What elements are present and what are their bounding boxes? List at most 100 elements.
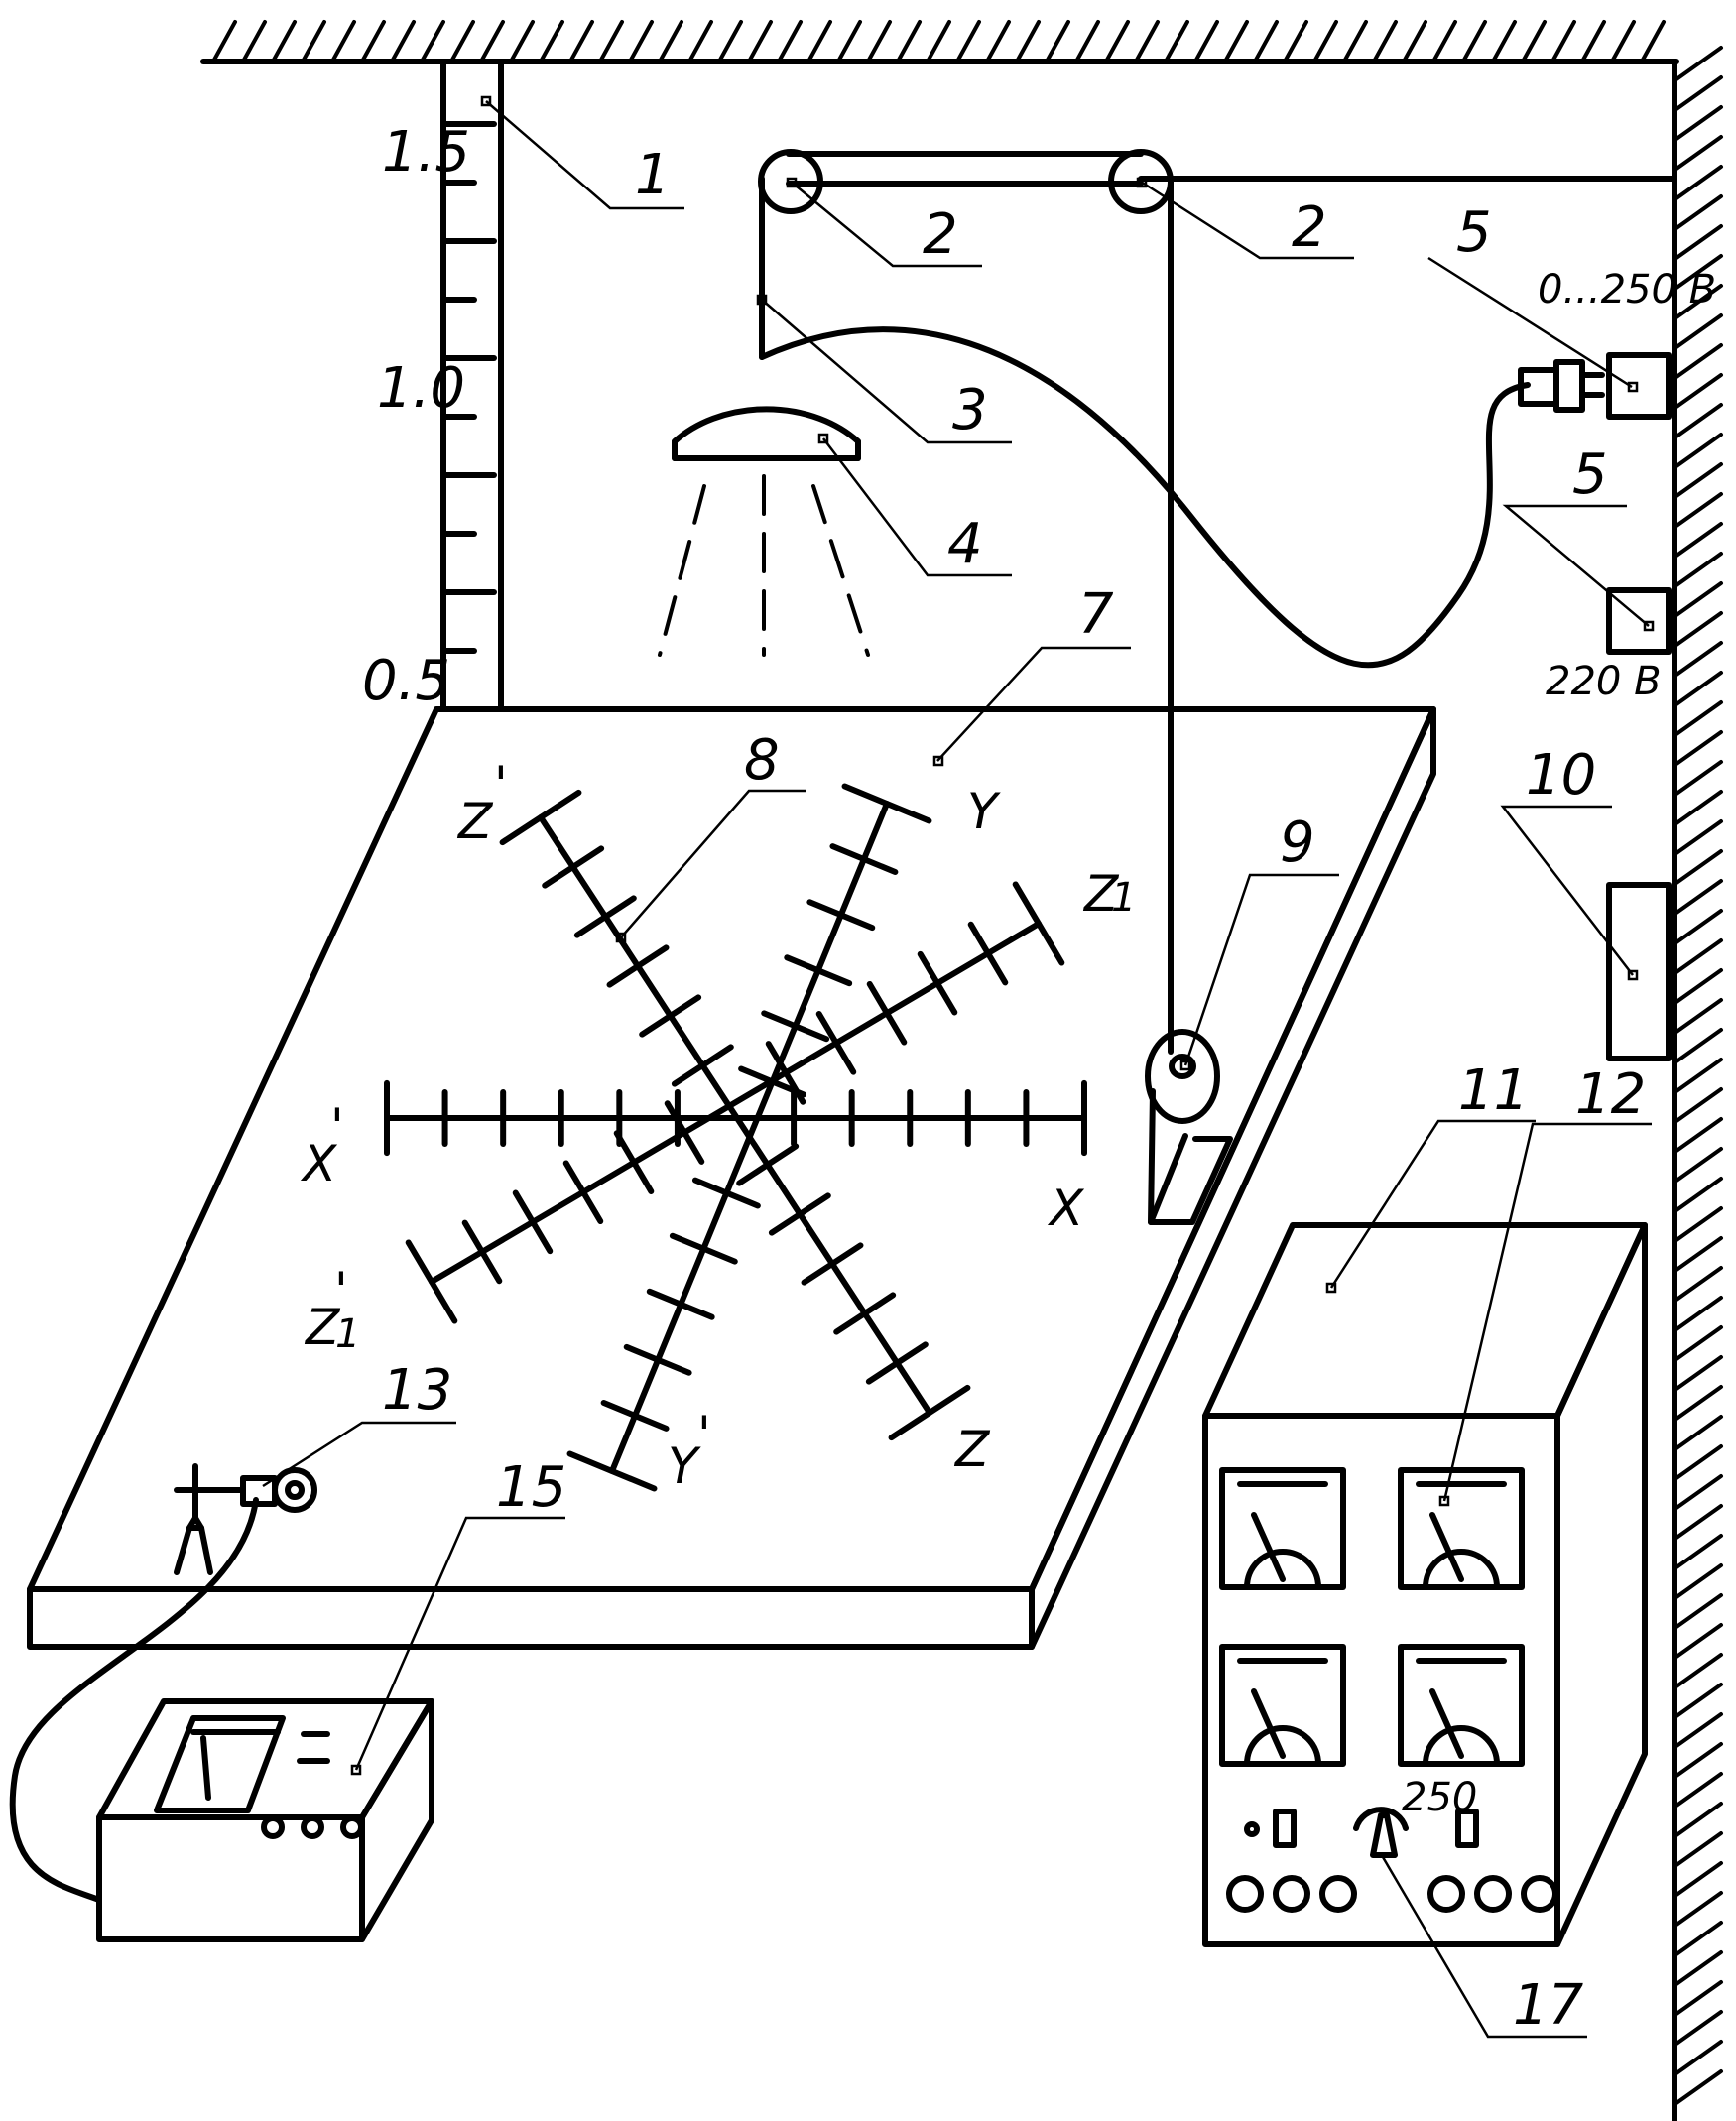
winch	[1145, 1029, 1233, 1225]
meter-dial	[1244, 1549, 1321, 1590]
callout-5a: 5	[1456, 200, 1492, 265]
ceiling-hatch-line	[687, 20, 713, 63]
wall-hatch-line	[1674, 1087, 1723, 1123]
axis-y-tick	[841, 783, 932, 824]
axis-z	[499, 789, 971, 1441]
wall-hatch-line	[1674, 611, 1723, 647]
ceiling-hatch-line	[1193, 20, 1219, 63]
axis-y-tick	[761, 1010, 830, 1043]
axis-label-z1-sub: 1	[1111, 875, 1136, 921]
wall-hatch-line	[1674, 1683, 1723, 1718]
wall-hatch-line	[1674, 581, 1723, 617]
axis-z1-tick	[512, 1189, 554, 1255]
ceiling-hatch-line	[211, 20, 237, 63]
control-panel-controls: 250	[1226, 1775, 1558, 1913]
ceiling-hatch-line	[1640, 20, 1666, 63]
meter-3	[1219, 1644, 1346, 1767]
callout-11: 11	[1458, 1059, 1529, 1123]
socket-mains	[1606, 587, 1672, 655]
meter-dial	[1423, 1549, 1500, 1590]
wall-hatch-line	[1674, 1236, 1723, 1272]
ceiling-hatch-line	[330, 20, 356, 63]
panel-button-5	[1474, 1875, 1512, 1913]
wall-hatch-line	[1674, 462, 1723, 498]
axis-label-z1-neg: Z	[304, 1299, 341, 1356]
ceiling-hatch-line	[1283, 20, 1308, 63]
voltage-knob	[1353, 1807, 1409, 1831]
ceiling-hatch-line	[539, 20, 564, 63]
wall-hatch-line	[1674, 879, 1723, 915]
ceiling-hatch-line	[1045, 20, 1070, 63]
wall-hatch-line	[1674, 1831, 1723, 1867]
wall-hatch-line	[1674, 968, 1723, 1004]
callout-3: 3	[952, 378, 988, 442]
axis-label-z: Z	[953, 1421, 991, 1478]
wall-hatch-line	[1674, 75, 1723, 111]
wall-hatch-line	[1674, 1593, 1723, 1629]
wall-hatch-line	[1674, 1980, 1723, 2016]
lamp-power-cable	[759, 326, 1531, 669]
wall-hatch-line	[1674, 224, 1723, 260]
axis-label-z1: Z	[1082, 865, 1120, 923]
wall-device	[1606, 882, 1672, 1061]
axis-z-tick	[736, 1143, 800, 1186]
axis-z1-tick	[405, 1239, 458, 1324]
switch-left	[1273, 1809, 1297, 1848]
socket-variable	[1606, 352, 1672, 420]
ceiling-hatch-line	[658, 20, 683, 63]
scale-label-1-5: 1.5	[382, 120, 470, 185]
ceiling-hatch-line	[1550, 20, 1576, 63]
ceiling-hatch-line	[1253, 20, 1279, 63]
wall-hatch-line	[1674, 819, 1723, 855]
ceiling-hatch-line	[360, 20, 386, 63]
meter-frame	[1219, 1467, 1346, 1590]
ceiling-hatch-line	[509, 20, 535, 63]
wall-hatch-line	[1674, 105, 1723, 141]
axis-z1-tick	[917, 950, 958, 1016]
axis-z1-tick	[562, 1160, 604, 1225]
axis-label-x: X	[1047, 1180, 1085, 1237]
ceiling-hatch-line	[1312, 20, 1338, 63]
ceiling-hatch-line	[1402, 20, 1427, 63]
wall-hatch-line	[1674, 1653, 1723, 1688]
callout-4: 4	[947, 512, 983, 576]
axis-y-tick	[600, 1399, 670, 1432]
wall-hatch-line	[1674, 522, 1723, 558]
axis-z1-tick	[1012, 881, 1065, 966]
wall-hatch-line	[1674, 403, 1723, 438]
wall-hatch-line	[1674, 552, 1723, 587]
wall-hatch-line	[1674, 1325, 1723, 1361]
lamp	[658, 406, 870, 657]
wall-hatch-line	[1674, 433, 1723, 468]
wall-hatch-line	[1674, 1563, 1723, 1599]
ceiling-hatch-line	[896, 20, 922, 63]
ceiling	[200, 20, 1679, 64]
wall-hatch-line	[1674, 135, 1723, 171]
wall-hatch-line	[1674, 284, 1723, 319]
axis-y-tick	[829, 843, 899, 876]
ceiling-hatch-line	[1134, 20, 1160, 63]
ceiling-hatch-line	[420, 20, 445, 63]
meter-needle	[1429, 1688, 1464, 1759]
callout-12: 12	[1575, 1062, 1646, 1127]
wall-hatch-line	[1674, 700, 1723, 736]
axis-label-z1-neg-sub: 1	[335, 1311, 360, 1357]
callout-1: 1	[635, 143, 671, 207]
wall-hatch-line	[1674, 1117, 1723, 1153]
ceiling-hatch-line	[1223, 20, 1249, 63]
scale-label-1-0: 1.0	[377, 356, 465, 421]
ceiling-hatch-line	[1491, 20, 1517, 63]
wall-hatch-line	[1674, 194, 1723, 230]
wall-hatch-line	[1674, 998, 1723, 1034]
wall-hatch-line	[1674, 790, 1723, 825]
axis-y-tick	[784, 954, 853, 987]
callout-9: 9	[1280, 811, 1315, 875]
wall-hatch-line	[1674, 1296, 1723, 1331]
ceiling-hatch-line	[390, 20, 416, 63]
callout-numbers: 1 2 2 3 4 5 5 7 8 9 10 11 12 13 15 17	[382, 143, 1646, 2038]
scale-label-0-5: 0.5	[362, 649, 450, 713]
wall-hatch-line	[1674, 1950, 1723, 1986]
wall-hatch-line	[1674, 2040, 1723, 2075]
photometer-head	[174, 1463, 317, 1575]
wall-hatch-line	[1674, 1474, 1723, 1510]
